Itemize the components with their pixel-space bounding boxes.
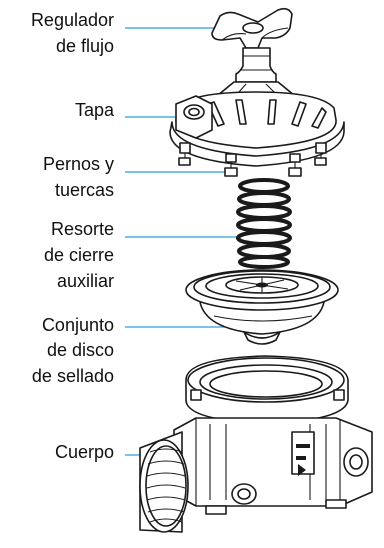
bolts-nuts-drawing <box>178 153 327 177</box>
label-bolts-nuts-line2: tuercas <box>55 180 114 200</box>
label-aux-spring-line2: de cierre <box>44 245 114 265</box>
flow-regulator-drawing <box>211 7 301 101</box>
label-cap-line1: Tapa <box>75 100 115 120</box>
label-seal-disc-line3: de sellado <box>32 366 114 386</box>
label-flow-regulator: Regulador de flujo <box>31 10 232 56</box>
aux-spring-drawing <box>236 178 292 269</box>
label-body-line1: Cuerpo <box>55 442 114 462</box>
body-drawing <box>139 355 373 533</box>
label-bolts-nuts-line1: Pernos y <box>43 154 114 174</box>
label-flow-regulator-line2: de flujo <box>56 36 114 56</box>
label-aux-spring-line1: Resorte <box>51 219 114 239</box>
label-bolts-nuts: Pernos y tuercas <box>43 154 230 200</box>
label-seal-disc-line2: de disco <box>47 340 114 360</box>
cap-drawing <box>169 91 345 167</box>
label-seal-disc: Conjunto de disco de sellado <box>32 315 234 386</box>
label-flow-regulator-line1: Regulador <box>31 10 114 30</box>
label-aux-spring-line3: auxiliar <box>57 271 114 291</box>
seal-disc-drawing <box>185 269 339 345</box>
label-aux-spring: Resorte de cierre auxiliar <box>44 219 240 291</box>
label-seal-disc-line1: Conjunto <box>42 315 114 335</box>
